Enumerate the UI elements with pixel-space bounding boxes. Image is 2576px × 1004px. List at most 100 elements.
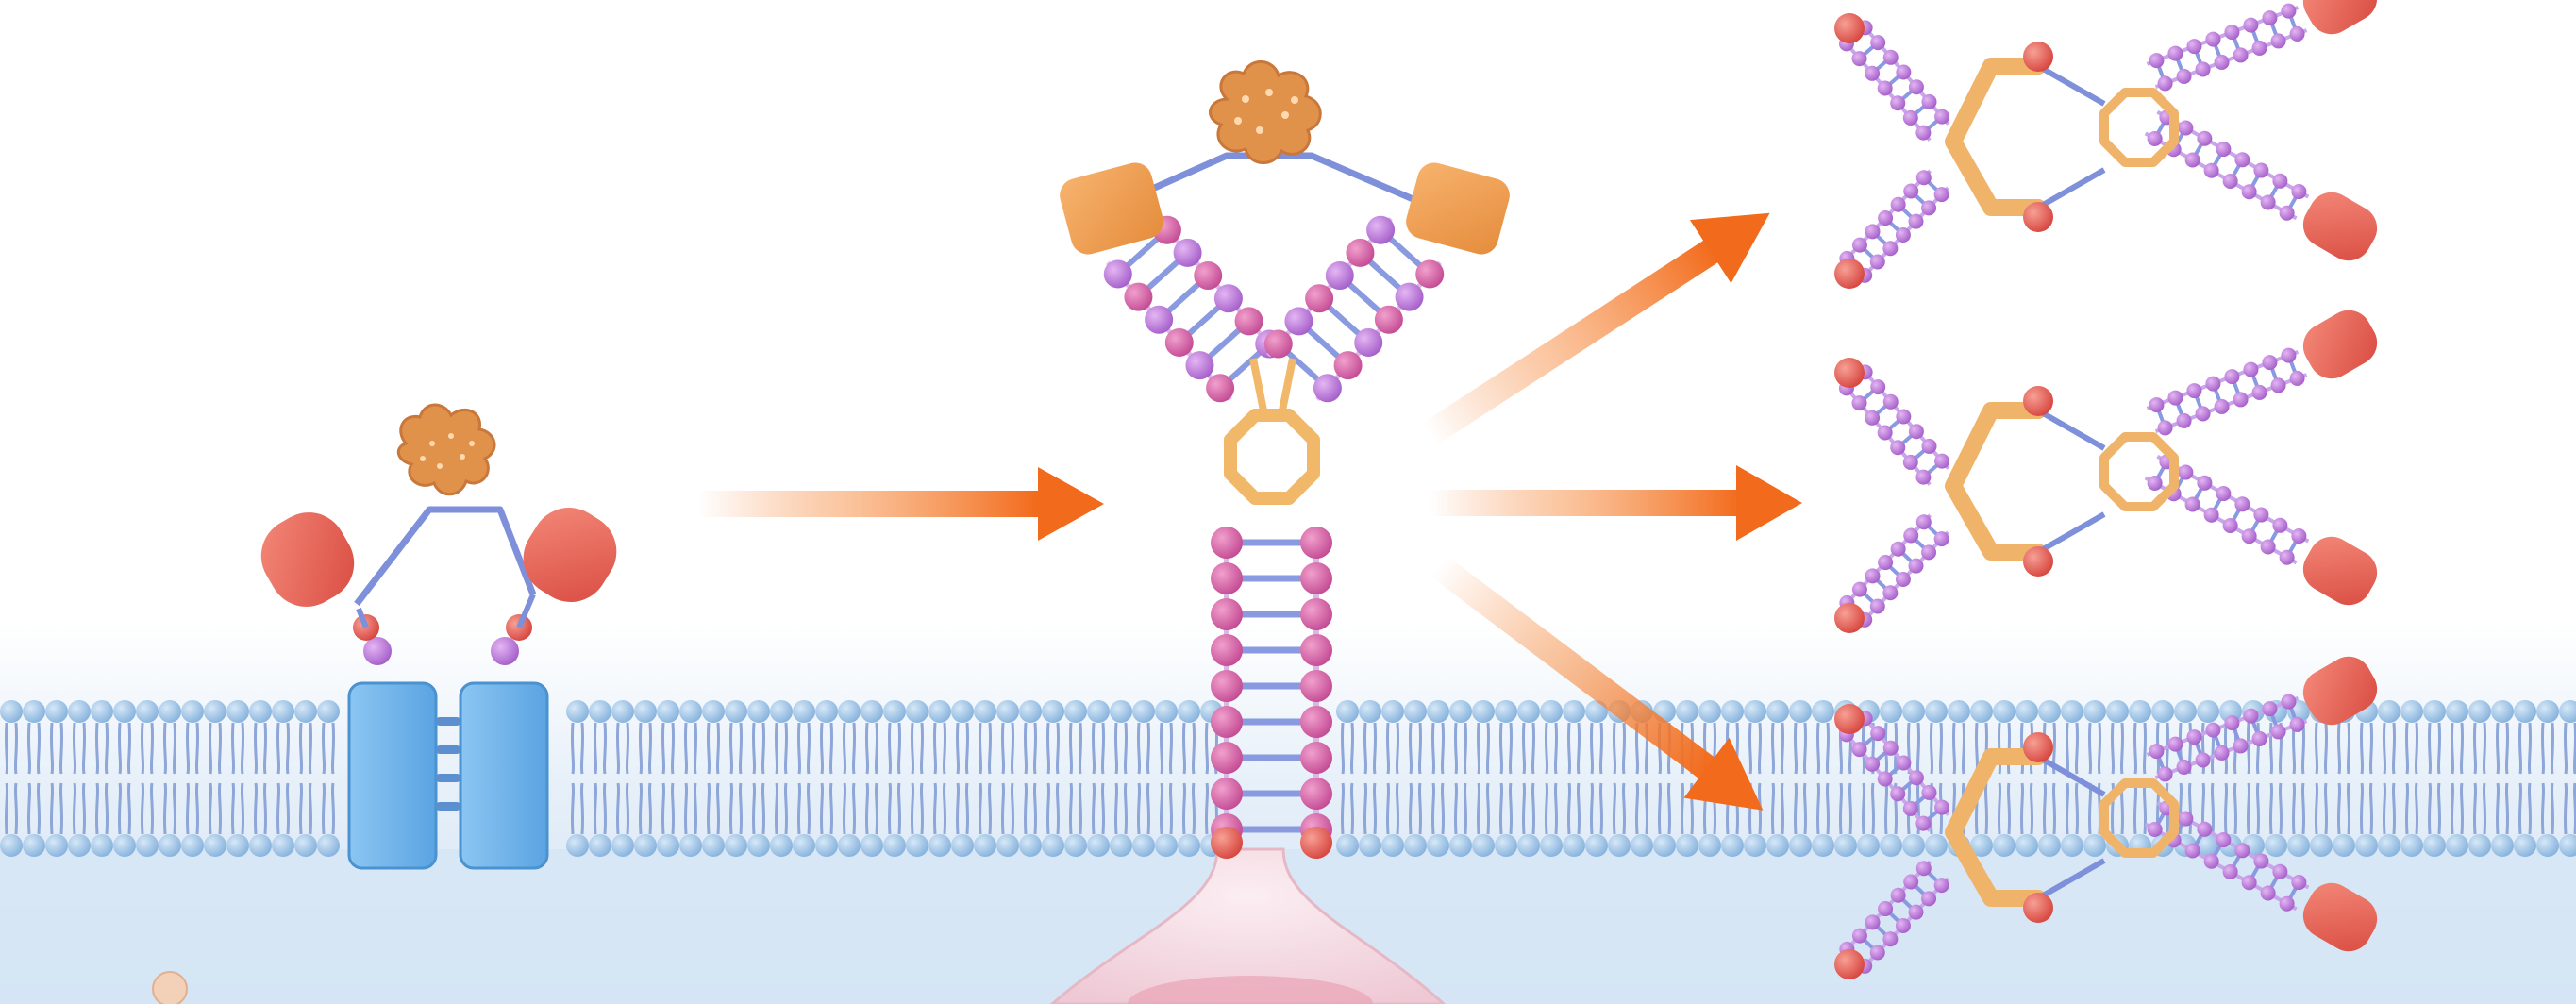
lipid-head (725, 834, 747, 857)
lipid-head (1087, 834, 1110, 857)
lipid-head (272, 834, 294, 857)
lipid-head (1064, 834, 1087, 857)
lipid-head (611, 700, 634, 723)
orange-adapter-right (1406, 162, 1510, 255)
lipid-head (1993, 834, 2016, 857)
lipid-head (2151, 700, 2174, 723)
octagon-ring-icon (2099, 778, 2179, 858)
lipid-head (2423, 700, 2446, 723)
lipid-head (747, 834, 770, 857)
lipid-head (2174, 700, 2197, 723)
lipid-head (1744, 834, 1766, 857)
lipid-head (725, 700, 747, 723)
lipid-head (2016, 834, 2038, 857)
lipid-head (159, 700, 181, 723)
receptor-block-right (459, 681, 549, 870)
lipid-head (1359, 834, 1381, 857)
octagon-ring-icon (1224, 409, 1320, 505)
lipid-head (589, 834, 611, 857)
lipid-head (226, 700, 249, 723)
lipid-head (1585, 834, 1608, 857)
lipid-head (23, 834, 45, 857)
lipid-head (1608, 834, 1631, 857)
lipid-head (1834, 834, 1857, 857)
lipid-head (1517, 700, 1540, 723)
lipid-head (1381, 834, 1404, 857)
receptor-left (260, 403, 617, 870)
lipid-head (793, 700, 815, 723)
lipid-head (0, 834, 23, 857)
lipid-head (1517, 834, 1540, 857)
lipid-head (2310, 834, 2333, 857)
lipid-head (1042, 700, 1064, 723)
lipid-head (1540, 700, 1563, 723)
lipid-head (0, 700, 23, 723)
lipid-head (1495, 834, 1517, 857)
lipid-head (2514, 700, 2536, 723)
lipid-head (1925, 700, 1948, 723)
lipid-head (1019, 834, 1042, 857)
lipid-head (1902, 834, 1925, 857)
lipid-head (1653, 834, 1676, 857)
lipid-head (2514, 834, 2536, 857)
lipid-head (1789, 700, 1812, 723)
lipid-head (204, 834, 226, 857)
lipid-head (181, 834, 204, 857)
lipid-head (1155, 700, 1178, 723)
lipid-head (2378, 700, 2400, 723)
lipid-head (1585, 700, 1608, 723)
lipid-head (2446, 700, 2468, 723)
lipid-head (951, 834, 974, 857)
lipid-head (747, 700, 770, 723)
lipid-head (2083, 700, 2106, 723)
lipid-head (159, 834, 181, 857)
lipid-head (974, 834, 996, 857)
lipid-head (679, 834, 702, 857)
lipid-head (2468, 700, 2491, 723)
lipid-head (1472, 700, 1495, 723)
lipid-head (1631, 834, 1653, 857)
lipid-head (996, 834, 1019, 857)
lipid-head (928, 834, 951, 857)
lipid-head (317, 700, 340, 723)
lipid-head (91, 834, 113, 857)
lipid-head (1155, 834, 1178, 857)
lipid-head (1110, 834, 1132, 857)
activated-complex (1060, 60, 1510, 859)
lipid-head (883, 700, 906, 723)
lipid-head (861, 834, 883, 857)
lipid-head (1563, 834, 1585, 857)
lipid-head (1766, 834, 1789, 857)
small-bead (152, 971, 188, 1004)
lipid-head (1902, 700, 1925, 723)
lipid-head (883, 834, 906, 857)
lipid-head (1427, 834, 1449, 857)
lipid-head (1381, 700, 1404, 723)
arrow-icon (1430, 465, 1802, 541)
lipid-head (23, 700, 45, 723)
lipid-head (1132, 700, 1155, 723)
lipid-head (793, 834, 815, 857)
lipid-head (2559, 834, 2576, 857)
lipid-head (1563, 700, 1585, 723)
receptor-cap-right (523, 508, 617, 602)
lipid-head (2378, 834, 2400, 857)
lipid-head (702, 834, 725, 857)
lipid-head (861, 700, 883, 723)
lipid-head (2061, 700, 2083, 723)
dimer-icon (1834, 0, 2378, 289)
lipid-head (702, 700, 725, 723)
lipid-head (2446, 834, 2468, 857)
lipid-head (1948, 700, 1970, 723)
lipid-head (566, 700, 589, 723)
lipid-head (272, 700, 294, 723)
lipid-head (928, 700, 951, 723)
lipid-head (2061, 834, 2083, 857)
arrow-icon (698, 467, 1104, 541)
lipid-head (1042, 834, 1064, 857)
lipid-head (657, 700, 679, 723)
lipid-head (2129, 700, 2151, 723)
lipid-head (1812, 700, 1834, 723)
lipid-head (204, 700, 226, 723)
lipid-head (2016, 700, 2038, 723)
